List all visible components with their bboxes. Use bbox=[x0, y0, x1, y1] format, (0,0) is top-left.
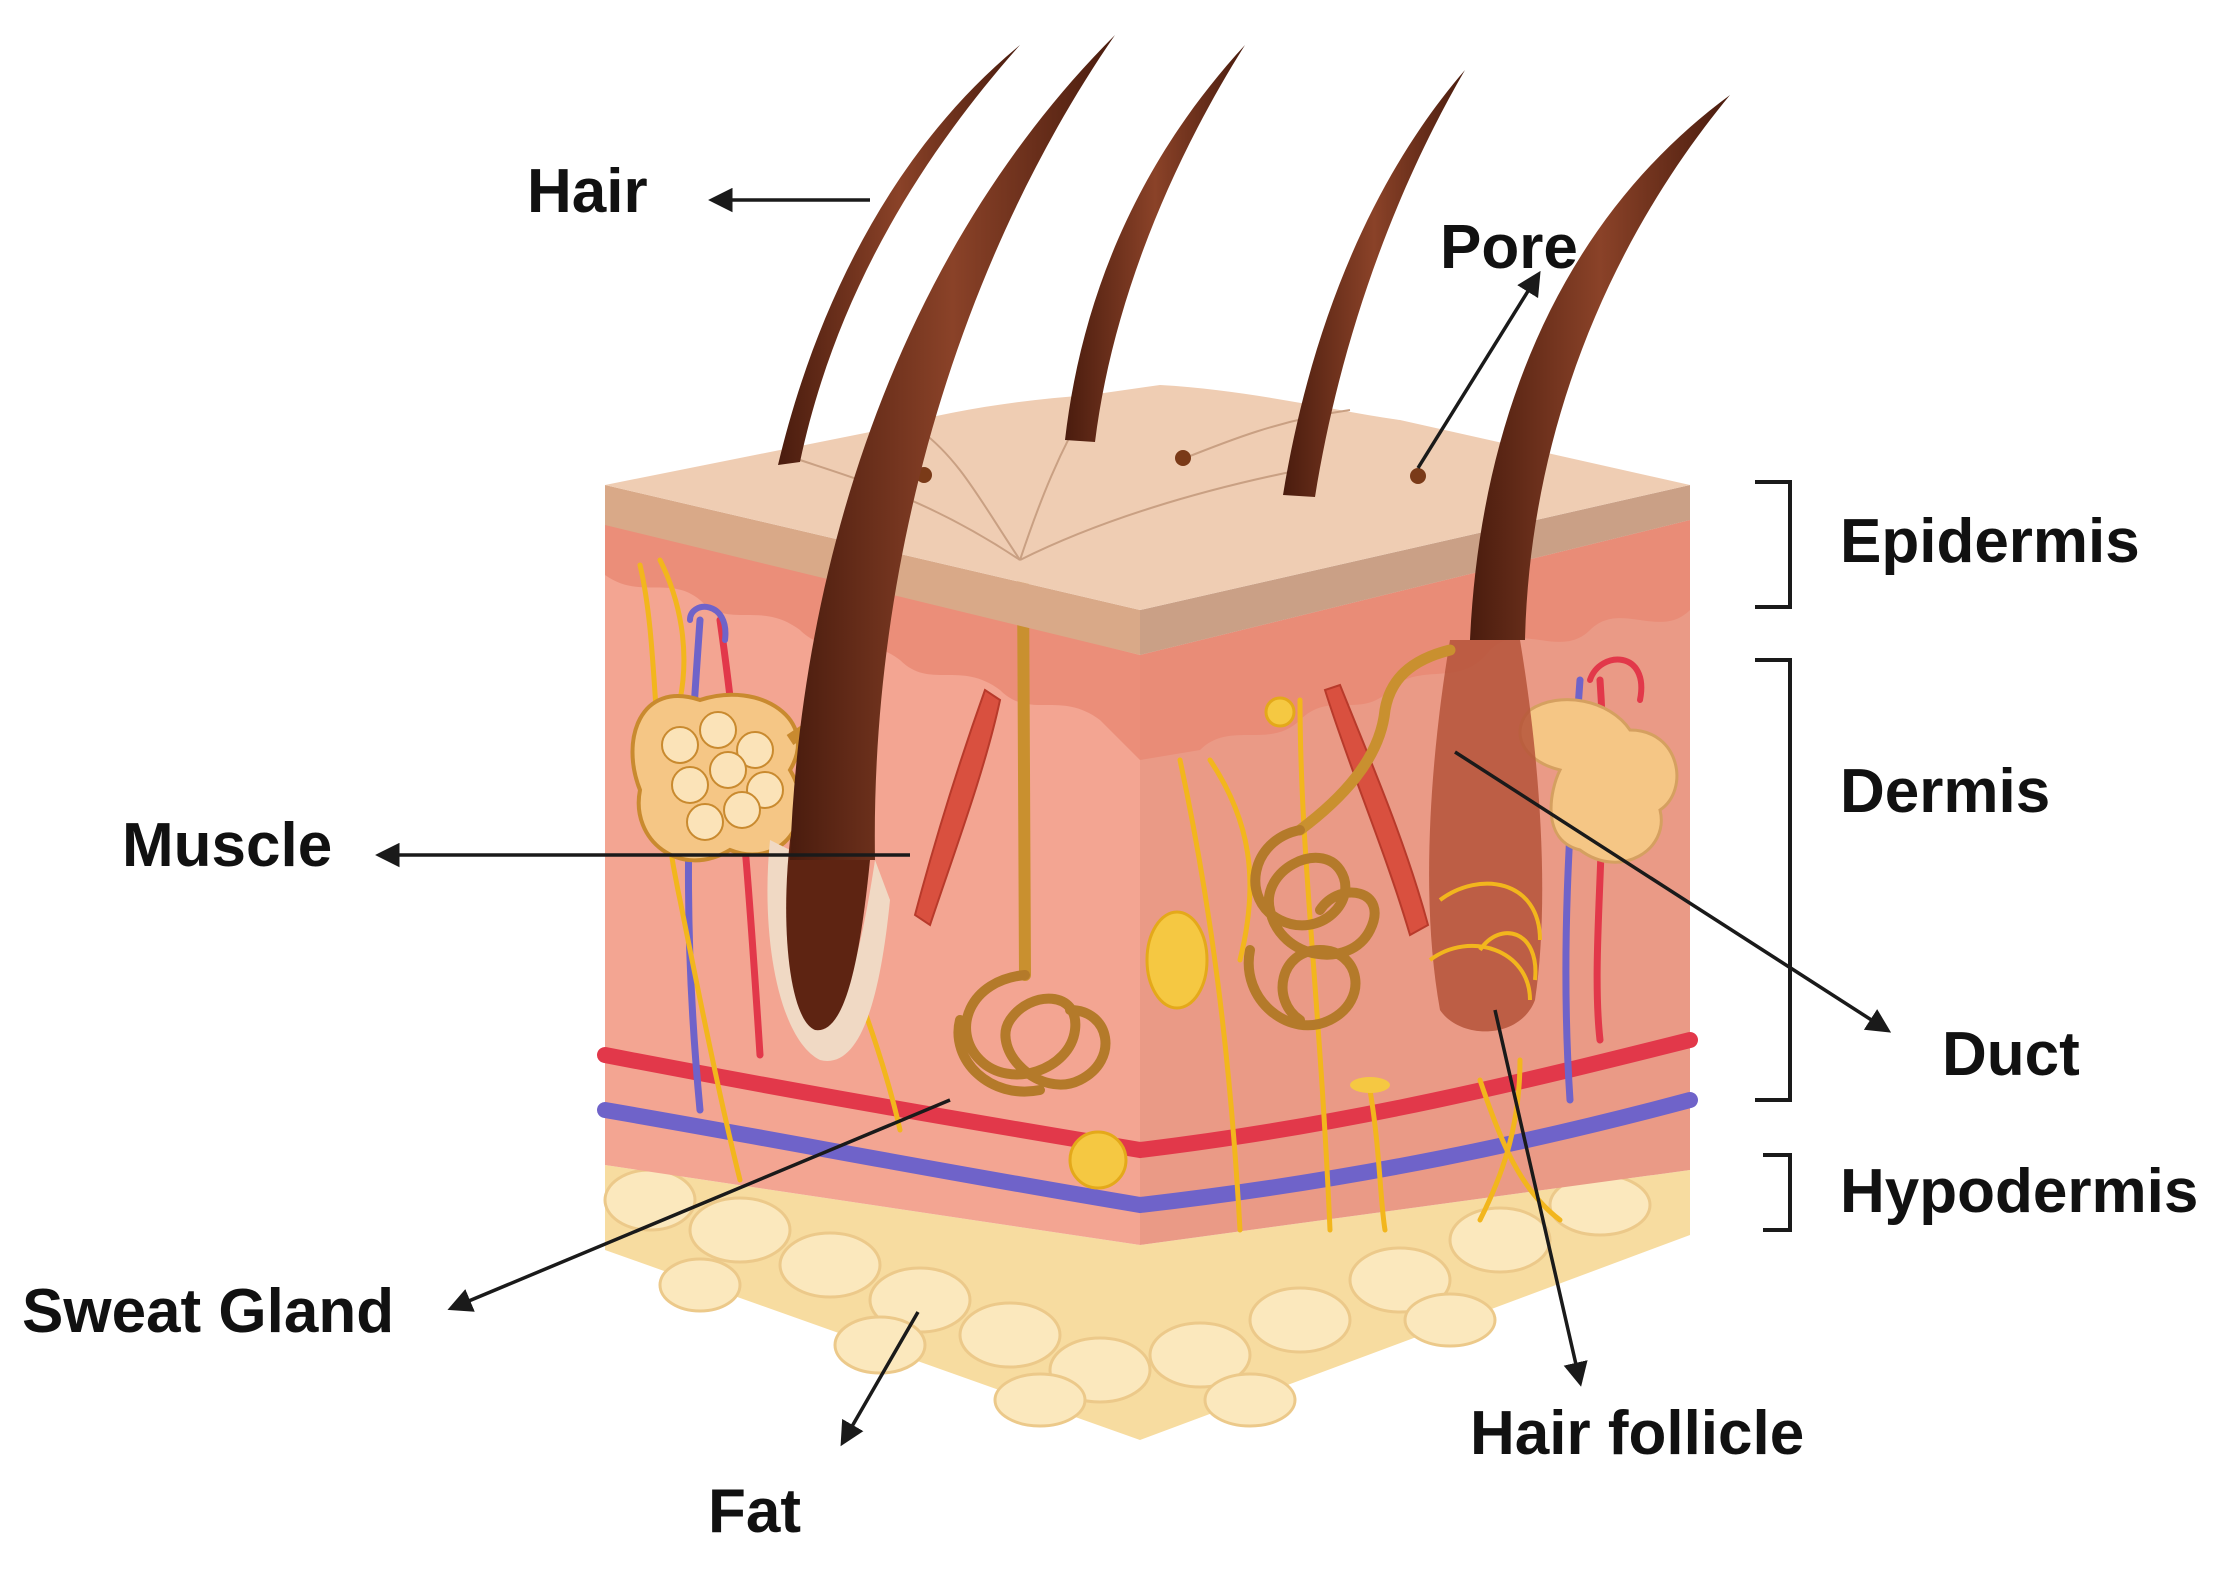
label-muscle: Muscle bbox=[122, 811, 332, 880]
arrector-muscle-left bbox=[913, 688, 1002, 927]
sweat-gland-arrow bbox=[447, 1098, 951, 1312]
label-duct: Duct bbox=[1942, 1020, 2080, 1089]
label-pore: Pore bbox=[1440, 213, 1578, 282]
label-sweat-gland: Sweat Gland bbox=[22, 1277, 394, 1346]
label-hair-follicle: Hair follicle bbox=[1470, 1399, 1804, 1468]
hair-follicle-right bbox=[1428, 640, 1543, 1032]
hair-shaft-1 bbox=[778, 45, 1020, 465]
hypodermis-layer bbox=[605, 1165, 1690, 1440]
pore-arrow bbox=[1416, 270, 1541, 469]
label-epidermis: Epidermis bbox=[1840, 507, 2140, 576]
hair-shaft-5 bbox=[1470, 95, 1730, 640]
epidermis-bracket bbox=[1755, 480, 1792, 609]
sebaceous-gland-right bbox=[1518, 698, 1679, 864]
hair-shaft-4 bbox=[1283, 70, 1465, 497]
sweat-gland-left bbox=[953, 564, 1111, 1097]
sensory-receptors bbox=[1068, 696, 1390, 1190]
label-fat: Fat bbox=[708, 1477, 801, 1546]
leader-arrows bbox=[375, 187, 1892, 1447]
pores bbox=[916, 450, 1426, 484]
label-dermis: Dermis bbox=[1840, 757, 2050, 826]
sweat-gland-right bbox=[1243, 644, 1456, 1031]
arrector-muscle-right bbox=[1323, 683, 1430, 937]
hair-follicle-arrow bbox=[1493, 1009, 1588, 1387]
hypodermis-bracket bbox=[1763, 1153, 1792, 1232]
layer-brackets bbox=[1755, 480, 1792, 1232]
labels: Hair Pore Epidermis Dermis Muscle Duct H… bbox=[22, 157, 2198, 1546]
epidermis-right-edge bbox=[1140, 485, 1690, 655]
hair-shaft-2 bbox=[790, 35, 1115, 860]
blood-vessels bbox=[597, 604, 1698, 1214]
label-hair: Hair bbox=[527, 157, 648, 226]
hair-shafts bbox=[778, 35, 1730, 860]
fat-arrow bbox=[840, 1311, 920, 1447]
fat-lobules bbox=[603, 1168, 1652, 1428]
label-hypodermis: Hypodermis bbox=[1840, 1157, 2198, 1226]
skin-block bbox=[597, 35, 1730, 1440]
hair-shaft-3 bbox=[1065, 45, 1245, 442]
duct-arrow bbox=[1454, 750, 1892, 1033]
dermis-bracket bbox=[1755, 658, 1792, 1102]
